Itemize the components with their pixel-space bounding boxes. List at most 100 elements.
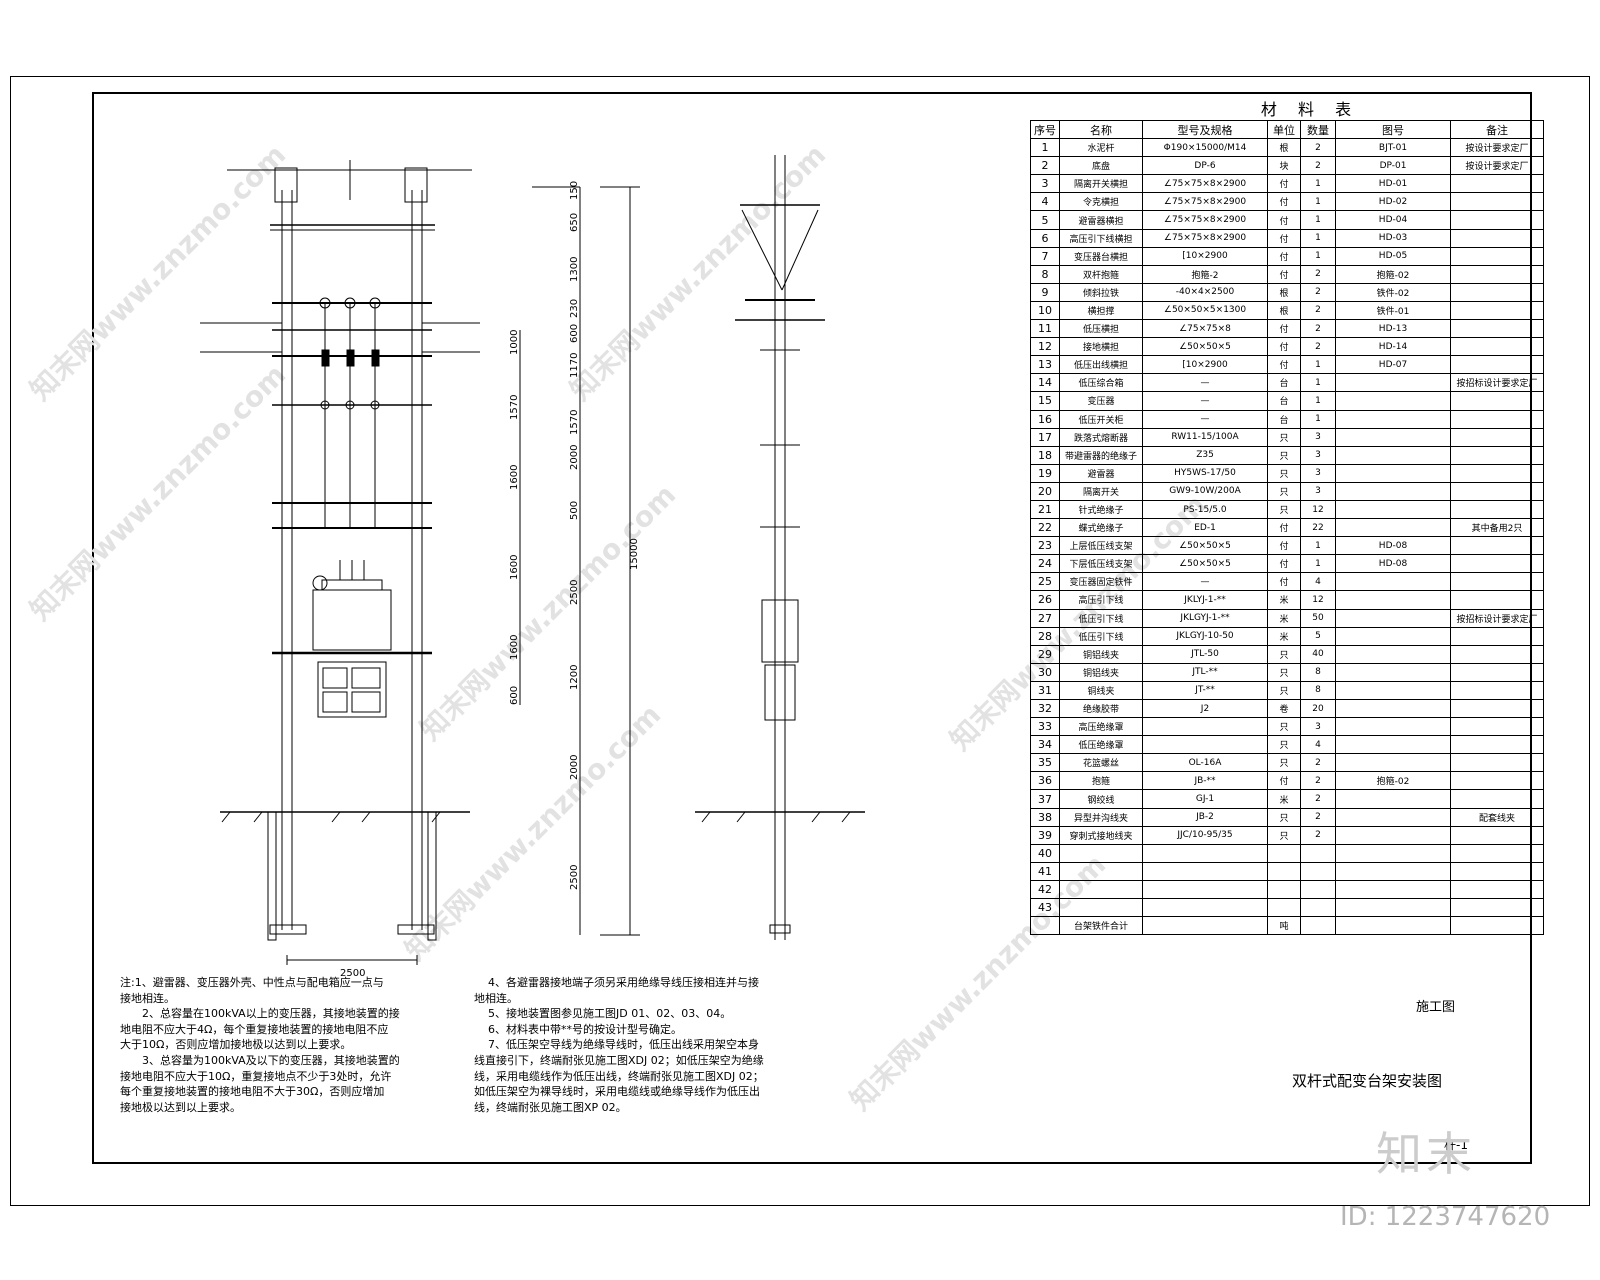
table-cell: DP-01 — [1335, 156, 1451, 176]
table-cell — [1335, 861, 1451, 881]
table-cell: 12 — [1300, 590, 1336, 610]
dim-label: 2500 — [569, 865, 580, 890]
table-cell-no: 22 — [1030, 518, 1060, 538]
table-cell: 只 — [1267, 735, 1301, 755]
table-cell: 只 — [1267, 481, 1301, 501]
table-cell — [1267, 898, 1301, 918]
table-cell: 其中备用2只 — [1450, 518, 1544, 538]
note-line: 注:1、避雷器、变压器外壳、中性点与配电箱应一点与 — [120, 976, 384, 989]
table-cell: 只 — [1267, 807, 1301, 827]
note-line: 6、材料表中带**号的按设计型号确定。 — [488, 1022, 682, 1036]
table-cell: JB-** — [1142, 771, 1268, 791]
table-cell: 2 — [1300, 337, 1336, 357]
dim-label: 600 — [509, 686, 520, 705]
table-cell — [1450, 536, 1544, 556]
table-cell: 40 — [1300, 644, 1336, 664]
table-cell — [1335, 427, 1451, 447]
table-cell — [1450, 282, 1544, 302]
table-cell-no: 18 — [1030, 445, 1060, 465]
table-cell — [1335, 626, 1451, 646]
dim-label: 1570 — [509, 395, 520, 420]
table-cell: 8 — [1300, 662, 1336, 682]
table-cell-no: 26 — [1030, 590, 1060, 610]
table-cell: Z35 — [1142, 445, 1268, 465]
table-cell: JKLGYJ-1-** — [1142, 608, 1268, 628]
table-cell-no: 17 — [1030, 427, 1060, 447]
table-cell: 抱箍-02 — [1335, 771, 1451, 791]
table-cell: 只 — [1267, 499, 1301, 520]
table-cell: 变压器台横担 — [1059, 246, 1143, 266]
table-cell — [1450, 698, 1544, 719]
table-cell-no: 16 — [1030, 409, 1060, 429]
table-cell: GJ-1 — [1142, 789, 1268, 809]
table-cell — [1335, 680, 1451, 701]
table-cell: ∠50×50×5 — [1142, 554, 1268, 574]
table-cell: ∠50×50×5×1300 — [1142, 300, 1268, 321]
table-cell: 底盘 — [1059, 156, 1143, 176]
table-cell — [1335, 825, 1451, 845]
table-cell: 只 — [1267, 644, 1301, 664]
table-cell-no: 11 — [1030, 319, 1060, 339]
table-cell — [1450, 264, 1544, 284]
table-cell — [1335, 717, 1451, 737]
sheet-label: 施工图 — [1416, 1000, 1456, 1015]
table-cell: 付 — [1267, 192, 1301, 212]
table-cell: ∠75×75×8×2900 — [1142, 210, 1268, 230]
table-cell: ∠75×75×8×2900 — [1142, 228, 1268, 248]
table-cell: 按设计要求定厂 — [1450, 156, 1544, 176]
table-cell: HD-07 — [1335, 355, 1451, 375]
table-cell — [1267, 861, 1301, 881]
drawing-title: 双杆式配变台架安装图 — [1292, 1072, 1443, 1090]
table-cell — [1335, 391, 1451, 411]
table-cell: 异型并沟线夹 — [1059, 807, 1143, 827]
width-dim-label: 2500 — [340, 968, 365, 979]
table-cell: HD-04 — [1335, 210, 1451, 230]
table-cell: 抱箍-2 — [1142, 264, 1268, 284]
table-cell-no: 34 — [1030, 735, 1060, 755]
table-cell: 按设计要求定厂 — [1450, 138, 1544, 158]
table-cell: 蝶式绝缘子 — [1059, 518, 1143, 538]
table-cell: 台 — [1267, 409, 1301, 429]
table-cell: JTL-** — [1142, 662, 1268, 682]
total-dim-label: 15000 — [629, 538, 640, 570]
table-cell: 5 — [1300, 626, 1336, 646]
table-cell — [1450, 843, 1544, 863]
table-cell: 钢绞线 — [1059, 789, 1143, 809]
table-cell: 低压出线横担 — [1059, 355, 1143, 375]
table-cell — [1450, 680, 1544, 701]
table-cell: 根 — [1267, 282, 1301, 302]
table-cell — [1450, 192, 1544, 212]
table-cell-no: 4 — [1030, 192, 1060, 212]
table-cell: 带避雷器的绝缘子 — [1059, 445, 1143, 465]
table-cell — [1059, 861, 1143, 881]
table-cell — [1335, 843, 1451, 863]
table-cell: HD-05 — [1335, 246, 1451, 266]
table-cell: 1 — [1300, 554, 1336, 574]
table-cell: 针式绝缘子 — [1059, 499, 1143, 520]
table-cell — [1267, 879, 1301, 900]
table-cell: ∠50×50×5 — [1142, 337, 1268, 357]
table-cell: 2 — [1300, 264, 1336, 284]
table-cell-no: 13 — [1030, 355, 1060, 375]
table-cell-no: 43 — [1030, 898, 1060, 918]
table-cell: BJT-01 — [1335, 138, 1451, 158]
note-line: 如低压架空为裸导线时，采用电缆线或绝缘导线作为低压出 — [474, 1085, 760, 1099]
table-cell: 配套线夹 — [1450, 807, 1544, 827]
table-cell — [1450, 735, 1544, 755]
table-cell: HD-02 — [1335, 192, 1451, 212]
table-cell: ED-1 — [1142, 518, 1268, 538]
table-cell: [10×2900 — [1142, 246, 1268, 266]
table-cell — [1335, 518, 1451, 538]
table-cell: 只 — [1267, 680, 1301, 701]
table-cell: 花篮螺丝 — [1059, 753, 1143, 773]
